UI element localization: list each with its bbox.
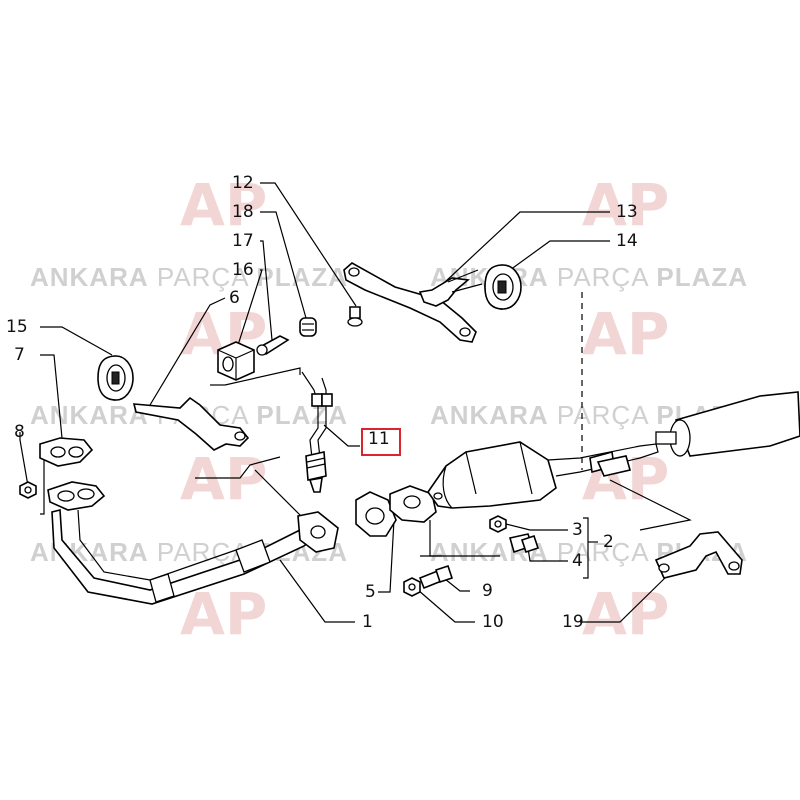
callout-7: 7: [14, 345, 25, 365]
bracket-6: [132, 396, 250, 451]
leader-lines: [19, 182, 692, 623]
watermark-logo: AP: [180, 171, 268, 239]
watermark-logo: AP: [180, 580, 268, 648]
gasket-5: [355, 491, 397, 537]
watermark-logo: AP: [582, 580, 670, 648]
rubber-plug-18: [299, 317, 317, 337]
callout-9: 9: [482, 581, 493, 601]
gasket-7: [39, 437, 94, 467]
front-pipe-1: [47, 481, 339, 605]
callout-4: 4: [572, 551, 583, 571]
watermark-logo: AP: [180, 445, 268, 513]
callout-17: 17: [232, 231, 254, 251]
callout-8: 8: [14, 422, 25, 442]
bracket-13: [343, 262, 483, 343]
watermark-text: ANKARA PARÇA PLAZA: [30, 262, 349, 292]
bolt-12: [347, 306, 363, 327]
watermark-logo: AP: [582, 300, 670, 368]
callout-3: 3: [572, 520, 583, 540]
callout-12: 12: [232, 173, 254, 193]
callout-1: 1: [362, 612, 373, 632]
nut-8: [19, 481, 37, 499]
callout-16: 16: [232, 260, 254, 280]
rubber-block-16: [217, 341, 255, 381]
rear-silencer: [655, 391, 800, 457]
callout-19: 19: [562, 612, 584, 632]
catalytic-converter-2: [389, 441, 659, 523]
bolt-9: [418, 564, 454, 590]
callout-13: 13: [616, 202, 638, 222]
bolt-4: [508, 533, 540, 554]
rubber-mount-15: [97, 355, 134, 401]
nut-10: [403, 577, 421, 597]
oxygen-sensor-11: [301, 371, 333, 493]
callout-15: 15: [6, 317, 28, 337]
callout-2: 2: [603, 532, 614, 552]
pin-17: [256, 335, 290, 356]
bracket-19: [654, 531, 743, 579]
callout-11: 11: [368, 429, 390, 449]
callout-18: 18: [232, 202, 254, 222]
rubber-mount-14: [484, 264, 522, 310]
callout-10: 10: [482, 612, 504, 632]
callout-5: 5: [365, 582, 376, 602]
callout-14: 14: [616, 231, 638, 251]
nut-3: [489, 515, 507, 533]
highlight-box-11: [361, 428, 401, 456]
watermark-logo: AP: [582, 171, 670, 239]
callout-6: 6: [229, 288, 240, 308]
